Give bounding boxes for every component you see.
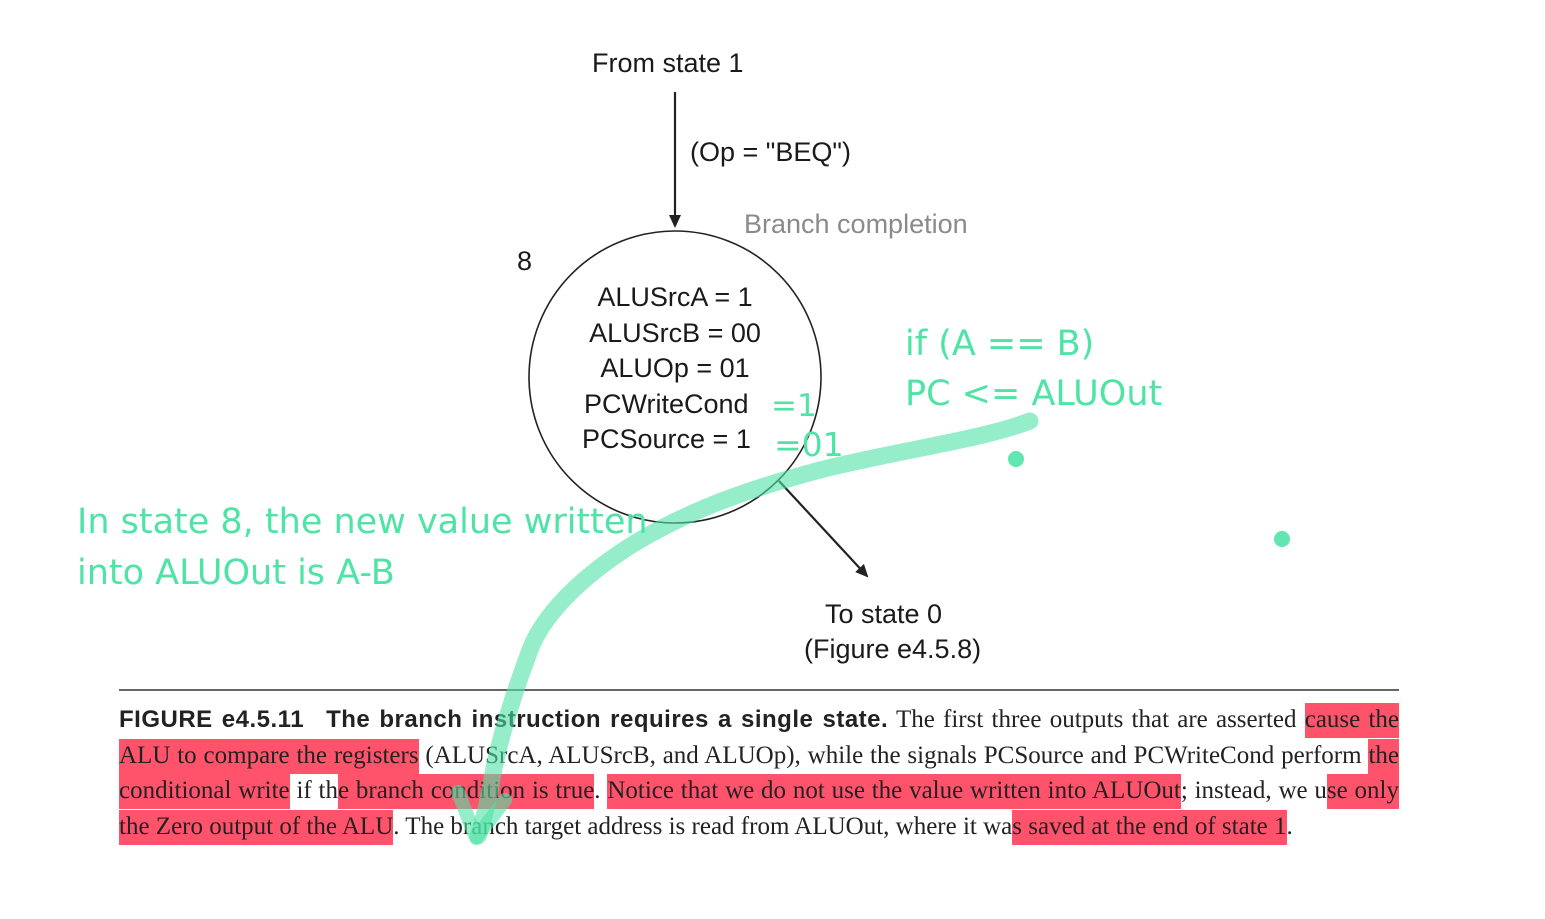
note-annotation-line2: into ALUOut is A-B [77,553,395,593]
caption-text: ; instead, we u [1180,777,1327,804]
transition-condition: (Op = "BEQ") [690,137,851,167]
caption-text: . The branch target address is read from… [393,812,1013,840]
state-number: 8 [517,246,533,276]
pcsource-value-annotation: =01 [774,425,844,464]
state-output-pcsource: PCSource = 1 [582,424,751,454]
note-annotation-line1: In state 8, the new value written [77,502,648,542]
highlight-branch-condition: e branch condition is true [337,774,595,809]
outgoing-arrow [778,480,869,578]
highlight-value-not-used: Notice that we do not use the value writ… [607,774,1181,809]
caption-text: The first three outputs that are asserte… [888,706,1305,733]
highlight-saved-state-1: s saved at the end of state 1 [1012,809,1287,845]
state-output-alusrcb: ALUSrcB = 00 [589,318,761,348]
pcwritecond-value-annotation: =1 [771,388,817,424]
state-output-alusrca: ALUSrcA = 1 [597,282,753,312]
to-state-ref: (Figure e4.5.8) [804,634,982,664]
caption-text: . [1286,812,1293,840]
from-state-label: From state 1 [592,48,744,78]
caption-text: (ALUSrcA, ALUSrcB, and ALUOp), while the… [418,741,1369,769]
condition-annotation-line2: PC <= ALUOut [905,374,1163,414]
figure-caption: FIGURE e4.5.11 The branch instruction req… [119,702,1399,845]
state-output-aluop: ALUOp = 01 [600,353,750,383]
figure-title: The branch instruction requires a single… [326,706,889,733]
to-state-label: To state 0 [825,599,943,629]
figure-label: FIGURE e4.5.11 [119,706,305,733]
condition-annotation-line1: if (A == B) [905,324,1095,364]
caption-text: if th [289,777,338,804]
state-output-pcwritecond: PCWriteCond [584,389,749,419]
caption-text: . [594,777,608,804]
state-name: Branch completion [744,209,968,239]
